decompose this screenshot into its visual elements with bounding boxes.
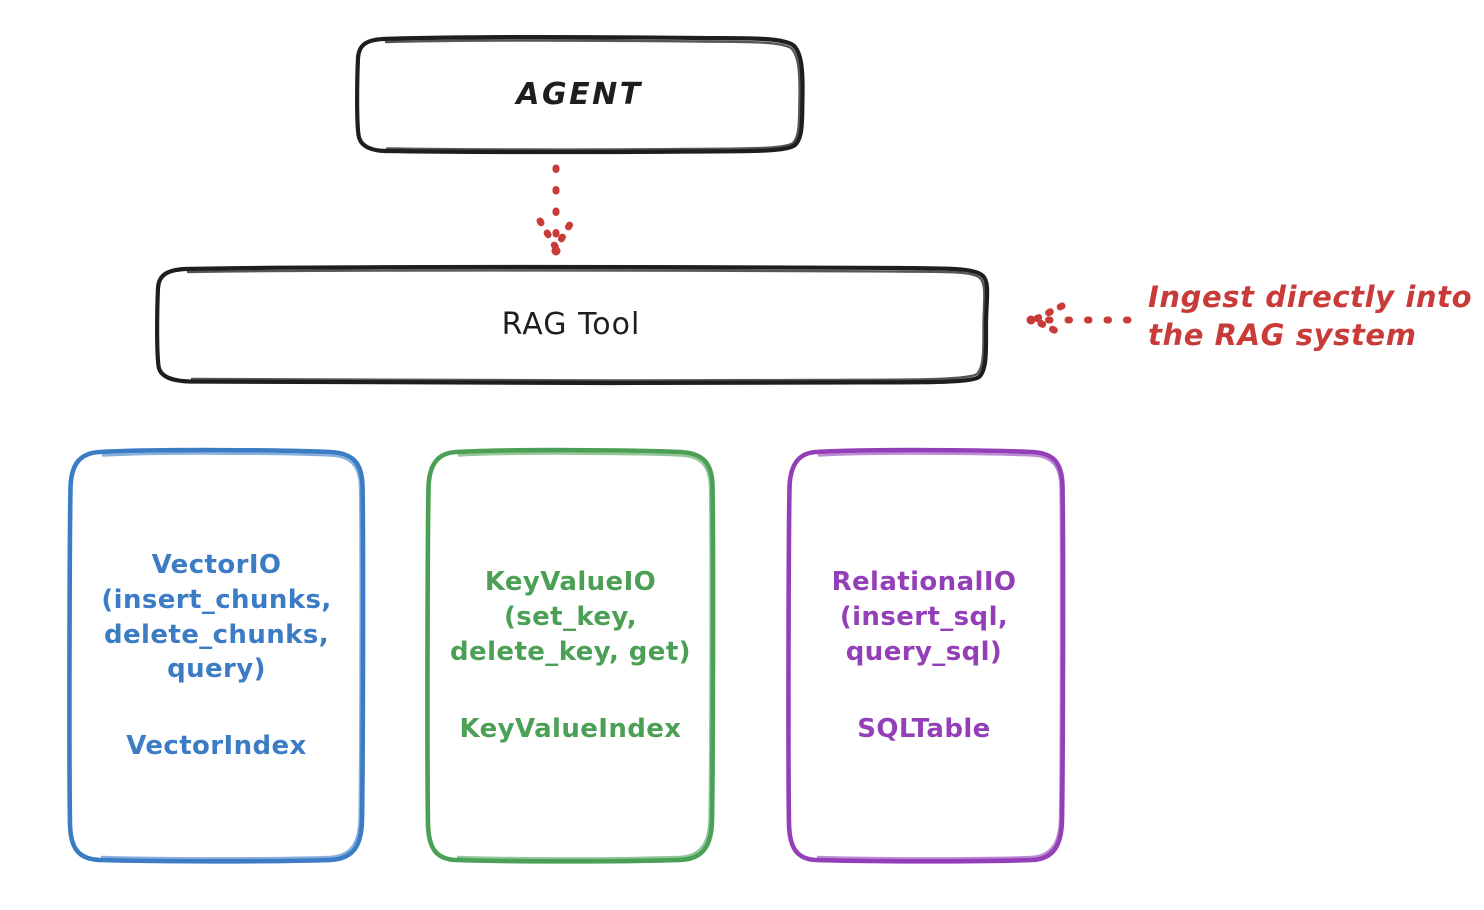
keyvalueio-index-text: KeyValueIndex: [459, 713, 682, 744]
agent-to-rag-arrow: [536, 164, 576, 256]
relationalio-node-label: RelationalIO (insert_sql, query_sql) SQL…: [788, 450, 1060, 862]
relationalio-api-text: RelationalIO (insert_sql, query_sql): [831, 567, 1017, 667]
ingest-arrow: [1026, 302, 1132, 338]
vectorio-api-text: VectorIO (insert_chunks, delete_chunks, …: [101, 549, 332, 685]
relationalio-index-text: SQLTable: [857, 713, 991, 744]
relationalio-box[interactable]: [786, 447, 1066, 864]
vectorio-node-label: VectorIO (insert_chunks, delete_chunks, …: [70, 450, 363, 862]
keyvalueio-api-text: KeyValueIO (set_key, delete_key, get): [450, 567, 691, 667]
vectorio-index-text: VectorIndex: [126, 731, 307, 762]
agent-box[interactable]: [355, 34, 805, 155]
rag-tool-box[interactable]: [155, 264, 990, 386]
keyvalueio-node-label: KeyValueIO (set_key, delete_key, get) Ke…: [428, 450, 713, 862]
vectorio-box[interactable]: [67, 447, 366, 864]
agent-node-label: AGENT: [516, 76, 643, 112]
keyvalueio-box[interactable]: [425, 447, 716, 864]
ingest-annotation-text: Ingest directly into the RAG system: [1148, 280, 1473, 353]
rag-tool-node-label: RAG Tool: [501, 306, 641, 342]
